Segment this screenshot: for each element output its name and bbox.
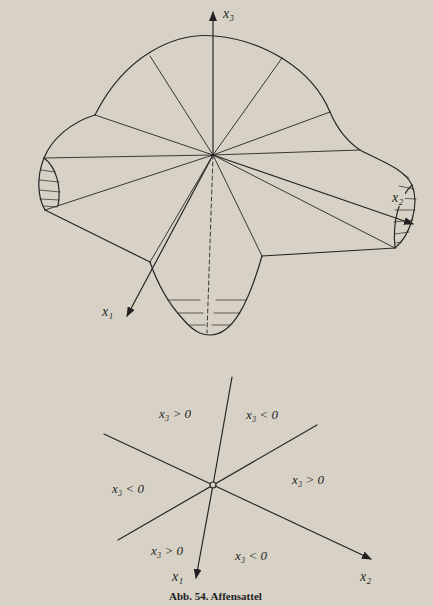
zero-line [118, 425, 317, 540]
zero-line [104, 434, 213, 485]
x2-axis-plan [213, 485, 371, 559]
axis-label: x₁ [100, 305, 115, 320]
region-label: x₃ > 0 [149, 544, 185, 558]
region-label: x₃ < 0 [233, 549, 269, 563]
region-label: x₃ > 0 [157, 407, 193, 421]
saddle-right-wing [330, 112, 415, 248]
saddle-front-left-edge [45, 210, 150, 262]
axis-label: x₂ [390, 191, 405, 206]
x1-axis [127, 155, 213, 316]
saddle-front-lobe [150, 256, 262, 335]
region-label: x₃ < 0 [244, 408, 280, 422]
region-label: x₃ > 0 [290, 473, 326, 487]
axis-label: x₂ [358, 570, 373, 585]
axis-label: x₁ [170, 570, 185, 585]
saddle-hatching [39, 170, 416, 325]
figure-caption: Abb. 54. Affensattel [169, 590, 262, 602]
saddle-hidden-line [207, 155, 213, 333]
x2-axis [213, 155, 413, 224]
saddle-left-wing [39, 115, 95, 210]
x1-axis-plan [196, 485, 213, 578]
region-label: x₃ < 0 [110, 482, 146, 496]
origin-dot [210, 482, 216, 488]
zero-line [213, 377, 232, 485]
saddle-radial-lines [44, 56, 395, 262]
x3-axis [212, 12, 213, 155]
saddle-front-right-edge [262, 248, 395, 256]
axis-label: x₃ [221, 7, 236, 22]
